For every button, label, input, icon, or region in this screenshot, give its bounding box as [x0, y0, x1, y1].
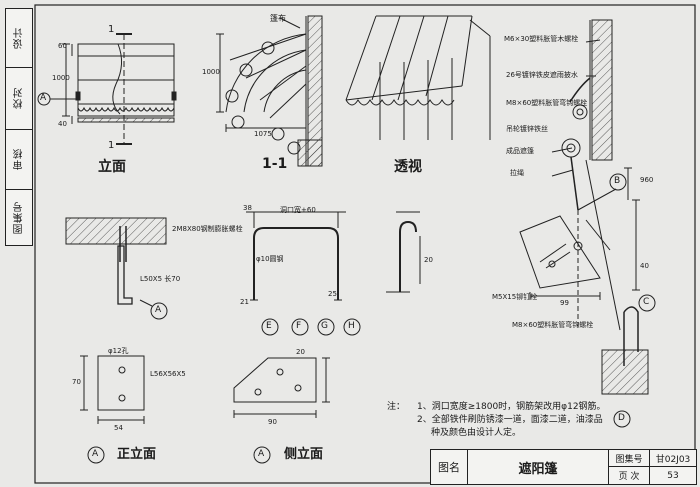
callout-label: C: [643, 297, 650, 307]
label-bolt-m8: M8×60塑料胀管弯钩螺栓: [506, 99, 588, 107]
callout-a-circle-4: [253, 446, 271, 464]
title-block-atlas-label: 图集号: [609, 450, 650, 466]
label-width-eq: 洞口宽+60: [280, 206, 316, 214]
label-crosspiece: 吊轮镀锌铁丝: [506, 125, 548, 133]
label-finished-canopy: 成品遮篷: [506, 147, 534, 155]
perspective-valance: [345, 99, 455, 106]
callout-a-circle-2: [150, 302, 168, 320]
canopy-arc: [225, 33, 307, 113]
dim-label: 99: [560, 299, 569, 307]
detail-a: [65, 217, 168, 320]
label-pull-rope: 拉绳: [510, 169, 524, 177]
signoff-strip: 设计 校对 审核 图集号: [5, 8, 33, 246]
callout-label: A: [155, 305, 162, 315]
section-mark-top: 1: [108, 24, 115, 35]
dim-label: 40: [640, 262, 649, 270]
signoff-cell-design: 设计: [6, 9, 32, 68]
break-line: [112, 43, 122, 115]
elevation-view: [37, 33, 177, 145]
label-phi12: φ12孔: [108, 347, 129, 355]
title-block-atlas-no: 甘02J03: [655, 454, 691, 465]
view-title-side-a: 侧立面: [284, 447, 324, 462]
label-canopy: 篷布: [270, 14, 286, 23]
view-title-front-a: 正立面: [117, 447, 157, 462]
callout-label: D: [618, 413, 625, 423]
perspective-view: [345, 15, 491, 140]
dim-label: 1000: [52, 74, 70, 82]
callout-c-circle: [638, 294, 656, 312]
title-block-name: 遮阳篷: [468, 450, 609, 484]
label-bolt-m8b: M8×60塑料胀管弯钩螺栓: [512, 321, 594, 329]
callout-label: A: [40, 93, 47, 103]
title-block-divider: [608, 466, 696, 467]
view-title-section: 1-1: [262, 156, 288, 172]
callout-label: E: [266, 321, 272, 331]
title-block-name-label: 图名: [431, 450, 468, 484]
callout-b-circle: [609, 173, 627, 191]
section-mark-bottom: 1: [108, 140, 115, 151]
title-block-page-label: 页 次: [609, 467, 650, 484]
label-phi10: φ10圆钢: [256, 255, 284, 263]
dim-label: 1075: [254, 130, 272, 138]
callout-a-circle-3: [87, 446, 105, 464]
dim-label: 40: [58, 120, 67, 128]
dim-label: 25: [328, 290, 337, 298]
dim-label: 60: [58, 42, 67, 50]
label-bolt-m6: M6×30塑料胀管木螺栓: [504, 35, 579, 43]
plate-front: [80, 355, 145, 464]
bracket-detail: [246, 211, 361, 336]
hook-rod-detail: [386, 211, 421, 293]
title-block: 图名 遮阳篷 图集号 甘02J03 页 次 53: [430, 449, 697, 485]
dim-label: 1000: [202, 68, 220, 76]
dim-label: 38: [243, 204, 252, 212]
callout-d-circle: [613, 410, 631, 428]
notes-line: 2、全部铁件刷防锈漆一道，面漆二道，油漆品: [417, 415, 603, 425]
callout-label: G: [321, 321, 328, 331]
plate-side: [233, 357, 330, 464]
dim-label: 54: [114, 424, 123, 432]
signoff-cell-review: 审核: [6, 129, 32, 190]
dim-label: 70: [72, 378, 81, 386]
dim-label: 21: [240, 298, 249, 306]
mounting-detail: [519, 19, 656, 428]
callout-label: A: [92, 449, 99, 459]
signoff-cell-check: 校对: [6, 67, 32, 130]
label-plate: L56X56X5: [150, 370, 186, 378]
label-bolt-m5: M5X15铆钉栓: [492, 293, 538, 301]
dim-label: 20: [424, 256, 433, 264]
dim-label: 20: [296, 348, 305, 356]
canopy-valance: [77, 106, 175, 112]
view-title-perspective: 透视: [394, 159, 422, 175]
title-block-page-no: 53: [667, 470, 679, 481]
sheet-border: [34, 4, 696, 484]
callout-label: F: [296, 321, 302, 331]
view-title-elevation: 立面: [98, 159, 126, 175]
dim-label: 90: [268, 418, 277, 426]
notes-title: 注：: [387, 402, 406, 412]
notes-line: 1、洞口宽度≥1800时，钢筋架改用φ12钢筋。: [417, 402, 606, 412]
label-angle: L50X5 长70: [140, 275, 181, 283]
notes-line: 种及颜色由设计人定。: [431, 428, 522, 438]
label-sheet-26: 26号镀锌铁皮遮雨披水: [506, 71, 578, 79]
callout-label: H: [348, 321, 355, 331]
callout-label: B: [614, 176, 621, 186]
label-steel-2m8: 2M8X80钢制膨胀螺栓: [172, 225, 243, 233]
callout-label: A: [258, 449, 265, 459]
dim-label: 960: [640, 176, 654, 184]
section-view: [216, 15, 323, 167]
